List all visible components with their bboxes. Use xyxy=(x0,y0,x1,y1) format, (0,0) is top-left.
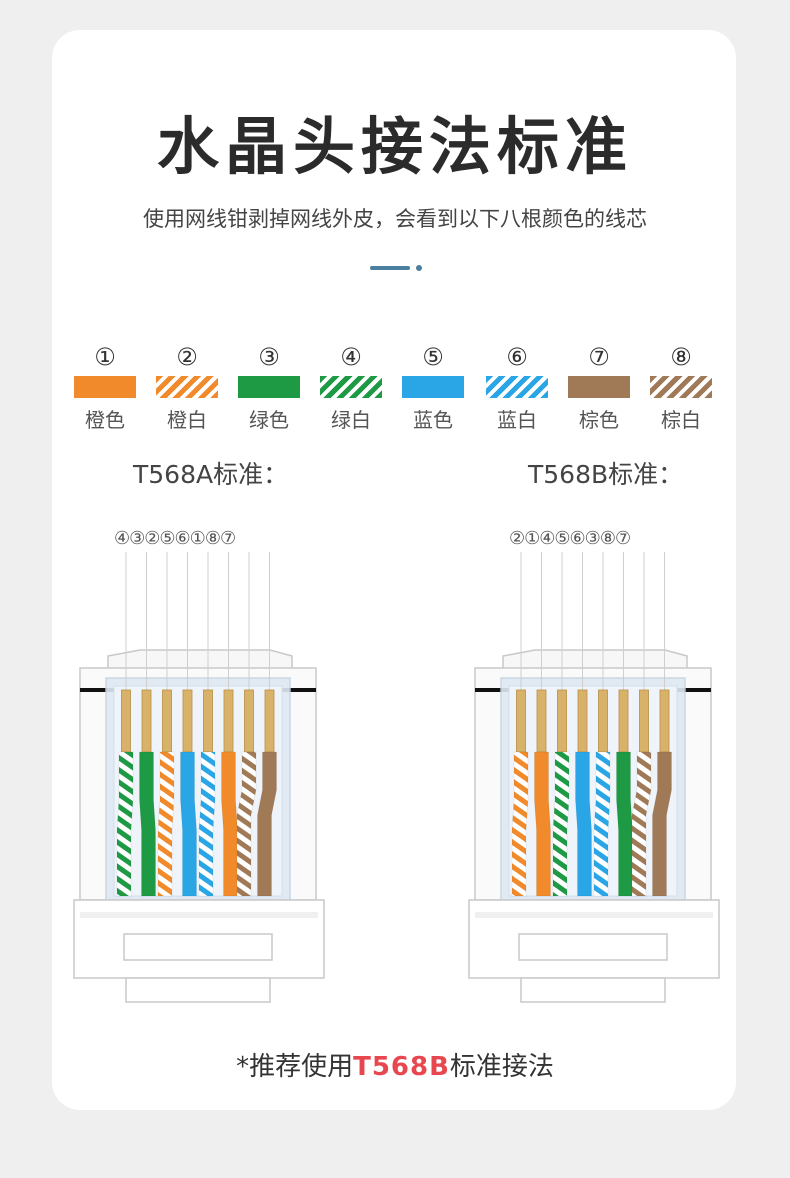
legend-swatch-green xyxy=(238,376,300,398)
gold-contact xyxy=(121,689,131,753)
wire-orange xyxy=(534,751,551,897)
legend-swatch-orange-white xyxy=(156,376,218,398)
wire-green xyxy=(616,751,633,897)
accent-dot xyxy=(416,265,422,271)
recommend-prefix: *推荐使用 xyxy=(236,1052,354,1082)
connector-t568a xyxy=(73,552,325,1003)
legend-label: 橙色 xyxy=(85,408,125,432)
legend-item-2: ② 橙白 xyxy=(152,342,222,433)
gold-contact xyxy=(141,689,152,753)
legend-number: ① xyxy=(94,343,116,371)
legend-label: 棕色 xyxy=(579,408,619,432)
t568b-label: T568B标准： xyxy=(528,460,684,489)
legend-item-6: ⑥ 蓝白 xyxy=(482,342,552,433)
connector-t568b xyxy=(468,552,720,1003)
gold-contact xyxy=(577,689,588,753)
legend-label: 绿白 xyxy=(331,408,371,432)
gold-contact xyxy=(162,689,172,753)
gold-contact xyxy=(536,689,547,753)
wire-brown xyxy=(257,751,277,897)
gold-contact xyxy=(598,689,608,753)
wire-brown-white xyxy=(631,751,652,897)
legend-swatch-green-white xyxy=(320,376,382,398)
t568a-label: T568A标准： xyxy=(133,460,289,489)
legend-label: 蓝色 xyxy=(413,408,453,432)
legend-swatch-brown-white xyxy=(650,376,712,398)
legend-number: ② xyxy=(176,343,198,371)
legend-swatch-orange xyxy=(74,376,136,398)
legend-label: 绿色 xyxy=(249,408,289,432)
gold-contact xyxy=(264,689,275,753)
legend-item-4: ④ 绿白 xyxy=(316,342,386,433)
page-subtitle: 使用网线钳剥掉网线外皮，会看到以下八根颜色的线芯 xyxy=(143,207,647,231)
gold-contact xyxy=(223,689,234,753)
wire-blue xyxy=(575,751,592,897)
gold-contact xyxy=(203,689,213,753)
legend-number: ③ xyxy=(258,343,280,371)
wire-blue xyxy=(180,751,197,897)
wire-green-white xyxy=(116,751,134,897)
legend-item-8: ⑧ 棕白 xyxy=(646,342,716,433)
wire-green-white xyxy=(552,751,570,897)
t568b-sequence: ②①④⑤⑥③⑧⑦ xyxy=(509,528,631,549)
connector-boot-ridge xyxy=(80,912,318,918)
connector-top-rim xyxy=(502,649,688,668)
gold-contact xyxy=(659,689,670,753)
gold-contact xyxy=(557,689,567,753)
wire-blue-white xyxy=(198,751,216,897)
wire-orange-white xyxy=(157,751,175,897)
wire-brown xyxy=(652,751,672,897)
legend-swatch-blue xyxy=(402,376,464,398)
connector-boot-ridge xyxy=(475,912,713,918)
legend-label: 蓝白 xyxy=(497,408,537,432)
legend-label: 棕白 xyxy=(661,408,701,432)
legend-swatch-blue-white xyxy=(486,376,548,398)
gold-contact xyxy=(182,689,193,753)
legend-number: ⑥ xyxy=(506,343,528,371)
legend-label: 橙白 xyxy=(167,408,207,432)
wire-color-legend: ① 橙色 ② 橙白 ③ 绿色 ④ 绿白 ⑤ 蓝色 ⑥ 蓝白 ⑦ 棕色 ⑧ 棕白 xyxy=(0,342,790,442)
legend-number: ⑤ xyxy=(422,343,444,371)
legend-item-3: ③ 绿色 xyxy=(234,342,304,433)
wire-orange-white xyxy=(511,751,529,897)
legend-swatch-brown xyxy=(568,376,630,398)
connector-boot-window xyxy=(518,933,668,961)
t568a-sequence: ④③②⑤⑥①⑧⑦ xyxy=(114,528,236,549)
wire-green xyxy=(139,751,156,897)
connector-cable-stub xyxy=(125,977,271,1003)
legend-item-7: ⑦ 棕色 xyxy=(564,342,634,433)
connector-boot-window xyxy=(123,933,273,961)
recommend-suffix: 标准接法 xyxy=(449,1052,554,1082)
legend-number: ④ xyxy=(340,343,362,371)
wire-brown-white xyxy=(236,751,257,897)
legend-item-1: ① 橙色 xyxy=(70,342,140,433)
gold-contact xyxy=(244,689,254,753)
gold-contact xyxy=(618,689,629,753)
legend-item-5: ⑤ 蓝色 xyxy=(398,342,468,433)
page-title: 水晶头接法标准 xyxy=(156,110,633,183)
wire-orange xyxy=(221,751,238,897)
legend-number: ⑦ xyxy=(588,343,610,371)
recommendation-note: *推荐使用T568B标准接法 xyxy=(0,1046,790,1083)
accent-divider xyxy=(370,266,410,270)
legend-number: ⑧ xyxy=(670,343,692,371)
wire-blue-white xyxy=(593,751,611,897)
gold-contact xyxy=(516,689,526,753)
recommend-highlight: T568B xyxy=(353,1052,450,1082)
connector-cable-stub xyxy=(520,977,666,1003)
connector-top-rim xyxy=(107,649,293,668)
gold-contact xyxy=(639,689,649,753)
